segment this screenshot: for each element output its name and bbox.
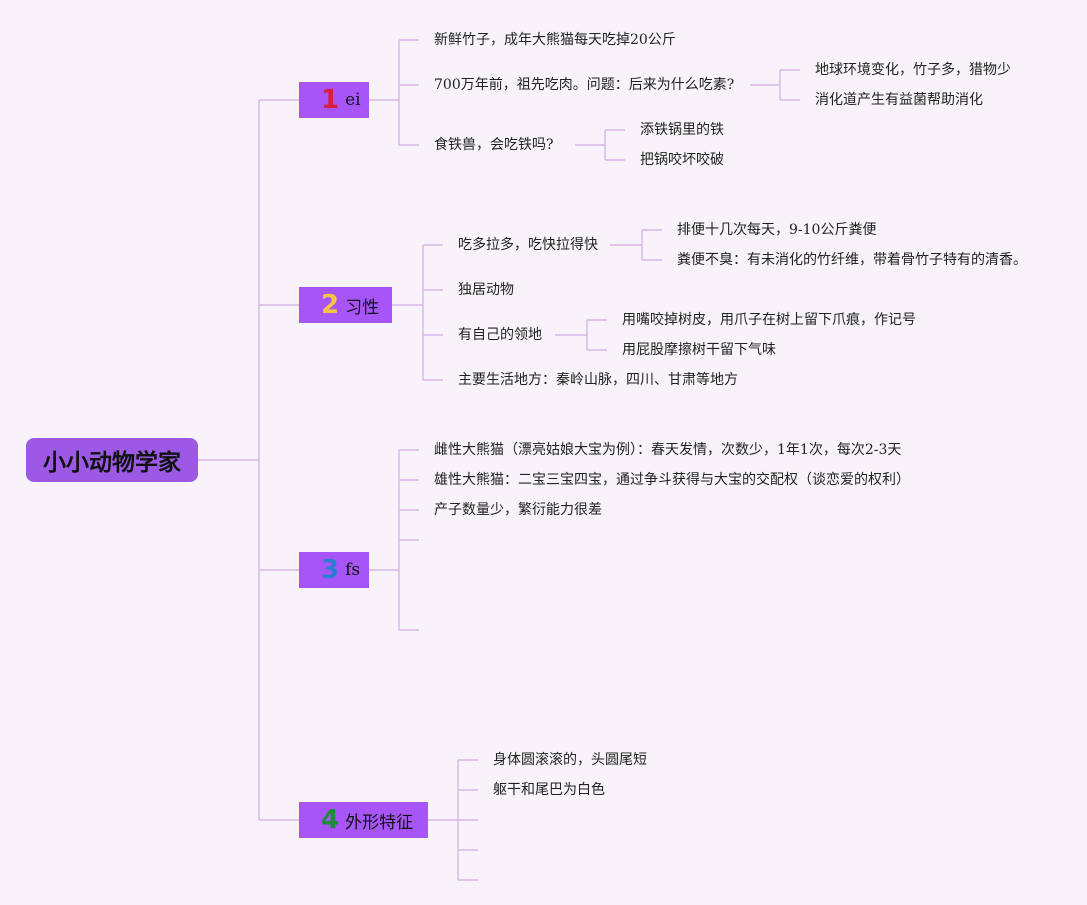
root-topic[interactable]: 小小动物学家 [26,438,198,482]
branch-topic-3[interactable]: 3 fs [299,552,369,588]
leaf-topic[interactable]: 用嘴咬掉树皮，用爪子在树上留下爪痕，作记号 [622,312,916,328]
leaf-topic[interactable]: 躯干和尾巴为白色 [493,782,605,798]
leaf-topic[interactable]: 排便十几次每天，9-10公斤粪便 [677,222,877,238]
branch-label: ei [345,90,361,110]
leaf-topic[interactable]: 雄性大熊猫：二宝三宝四宝，通过争斗获得与大宝的交配权（谈恋爱的权利） [434,472,910,488]
leaf-topic[interactable]: 吃多拉多，吃快拉得快 [458,237,598,253]
leaf-topic[interactable]: 主要生活地方：秦岭山脉，四川、甘肃等地方 [458,372,738,388]
number-4-icon: 4 [321,805,340,835]
leaf-topic[interactable]: 地球环境变化，竹子多，猎物少 [815,62,1011,78]
leaf-topic[interactable]: 添铁锅里的铁 [640,122,724,138]
branch-label: 习性 [345,297,380,318]
branch-topic-4[interactable]: 4 外形特征 [299,802,428,838]
leaf-topic[interactable]: 用屁股摩擦树干留下气味 [622,342,776,358]
leaf-topic[interactable]: 消化道产生有益菌帮助消化 [815,92,983,108]
number-3-icon: 3 [321,555,340,585]
leaf-topic[interactable]: 有自己的领地 [458,327,542,343]
leaf-topic[interactable]: 把锅咬坏咬破 [640,152,724,168]
leaf-topic[interactable]: 粪便不臭：有未消化的竹纤维，带着骨竹子特有的清香。 [677,252,1027,268]
branch-label: 外形特征 [345,812,414,833]
leaf-topic[interactable]: 独居动物 [458,282,514,298]
leaf-topic[interactable]: 新鲜竹子，成年大熊猫每天吃掉20公斤 [434,32,676,48]
branch-topic-1[interactable]: 1 ei [299,82,369,118]
number-2-icon: 2 [321,290,340,320]
branch-label: fs [345,560,361,580]
leaf-topic[interactable]: 食铁兽，会吃铁吗? [434,137,554,153]
leaf-topic[interactable]: 雌性大熊猫（漂亮姑娘大宝为例）：春天发情，次数少，1年1次，每次2-3天 [434,442,902,458]
branch-topic-2[interactable]: 2 习性 [299,287,392,323]
leaf-topic[interactable]: 700万年前，祖先吃肉。问题：后来为什么吃素? [434,77,735,93]
leaf-topic[interactable]: 身体圆滚滚的，头圆尾短 [493,752,647,768]
leaf-topic[interactable]: 产子数量少，繁衍能力很差 [434,502,602,518]
number-1-icon: 1 [321,85,340,115]
